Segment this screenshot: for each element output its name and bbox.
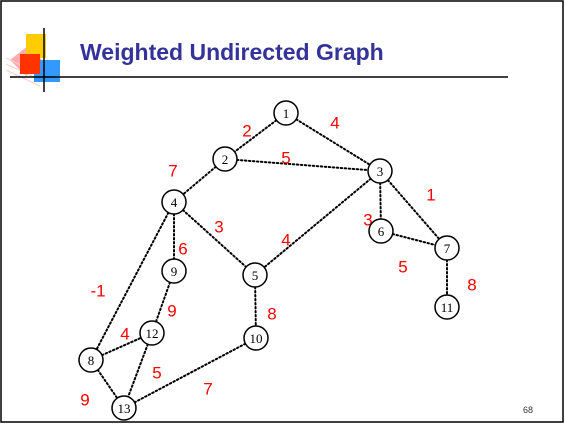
edge-weight-4-9: 6 <box>178 240 187 259</box>
edge-weight-12-13: 5 <box>152 364 161 383</box>
node-circle-5 <box>242 262 268 288</box>
node-label-7: 7 <box>444 241 451 256</box>
node-circle-4 <box>161 189 187 215</box>
node-label-3: 3 <box>377 164 384 179</box>
graph-node-1: 1 <box>273 100 299 126</box>
node-label-13: 13 <box>118 401 131 416</box>
graph-node-5: 5 <box>242 262 268 288</box>
node-label-5: 5 <box>252 268 259 283</box>
edge-weight-6-7: 5 <box>398 258 407 277</box>
graph-node-10: 10 <box>243 325 269 351</box>
node-circle-10 <box>243 325 269 351</box>
edge-weight-10-13: 7 <box>203 380 212 399</box>
page-number: 68 <box>523 405 533 415</box>
node-label-8: 8 <box>88 353 95 368</box>
node-circle-11 <box>434 294 460 320</box>
edge-3-5 <box>254 170 381 276</box>
node-circle-9 <box>161 258 187 284</box>
node-label-10: 10 <box>250 331 263 346</box>
edge-weight-3-5: 4 <box>281 231 290 250</box>
edge-2-3 <box>224 158 381 172</box>
edge-weight-4-5: 3 <box>214 218 223 237</box>
node-label-6: 6 <box>378 224 385 239</box>
node-circle-7 <box>434 235 460 261</box>
graph-node-11: 11 <box>434 294 460 320</box>
graph-node-12: 12 <box>139 320 165 346</box>
node-circle-3 <box>367 158 393 184</box>
edge-1-3 <box>285 112 381 172</box>
edge-weight-2-4: 7 <box>168 162 177 181</box>
graph-node-13: 13 <box>111 395 137 421</box>
node-label-9: 9 <box>171 264 178 279</box>
graph-node-2: 2 <box>212 146 238 172</box>
node-circle-1 <box>273 100 299 126</box>
edge-12-13 <box>123 332 153 409</box>
node-label-4: 4 <box>171 195 178 210</box>
edge-weight-1-3: 4 <box>330 114 339 133</box>
node-label-11: 11 <box>441 300 454 315</box>
slide-title: Weighted Undirected Graph <box>80 39 384 65</box>
graph-node-7: 7 <box>434 235 460 261</box>
graph-node-9: 9 <box>161 258 187 284</box>
node-label-2: 2 <box>222 152 229 167</box>
edge-weight-7-11: 8 <box>467 276 476 295</box>
edge-weight-9-12: 9 <box>167 302 176 321</box>
edge-weight-5-10: 8 <box>267 305 276 324</box>
edge-9-12 <box>151 270 175 334</box>
edge-weight-4-8: -1 <box>90 282 105 301</box>
graph-node-3: 3 <box>367 158 393 184</box>
edge-weight-3-6: 3 <box>363 211 372 230</box>
node-circle-8 <box>78 347 104 373</box>
node-circle-13 <box>111 395 137 421</box>
edge-weight-1-2: 2 <box>242 122 251 141</box>
edge-3-7 <box>379 170 448 249</box>
graph-node-6: 6 <box>368 218 394 244</box>
node-circle-12 <box>139 320 165 346</box>
graph-node-8: 8 <box>78 347 104 373</box>
node-label-1: 1 <box>283 106 290 121</box>
edge-4-8 <box>90 201 175 361</box>
edge-10-13 <box>123 337 257 409</box>
node-circle-2 <box>212 146 238 172</box>
edge-4-5 <box>173 201 256 276</box>
edge-weight-3-7: 1 <box>426 186 435 205</box>
node-circle-6 <box>368 218 394 244</box>
node-label-12: 12 <box>146 326 159 341</box>
edge-weight-8-12: 4 <box>120 325 129 344</box>
graph-node-4: 4 <box>161 189 187 215</box>
edge-weight-8-13: 9 <box>80 391 89 410</box>
title-decoration-logo <box>5 28 508 92</box>
edge-weight-2-3: 5 <box>281 149 290 168</box>
weights-layer: 2 4 5 7 3 4 3 1 5 8 6 -1 9 8 4 5 7 9 <box>80 114 476 410</box>
